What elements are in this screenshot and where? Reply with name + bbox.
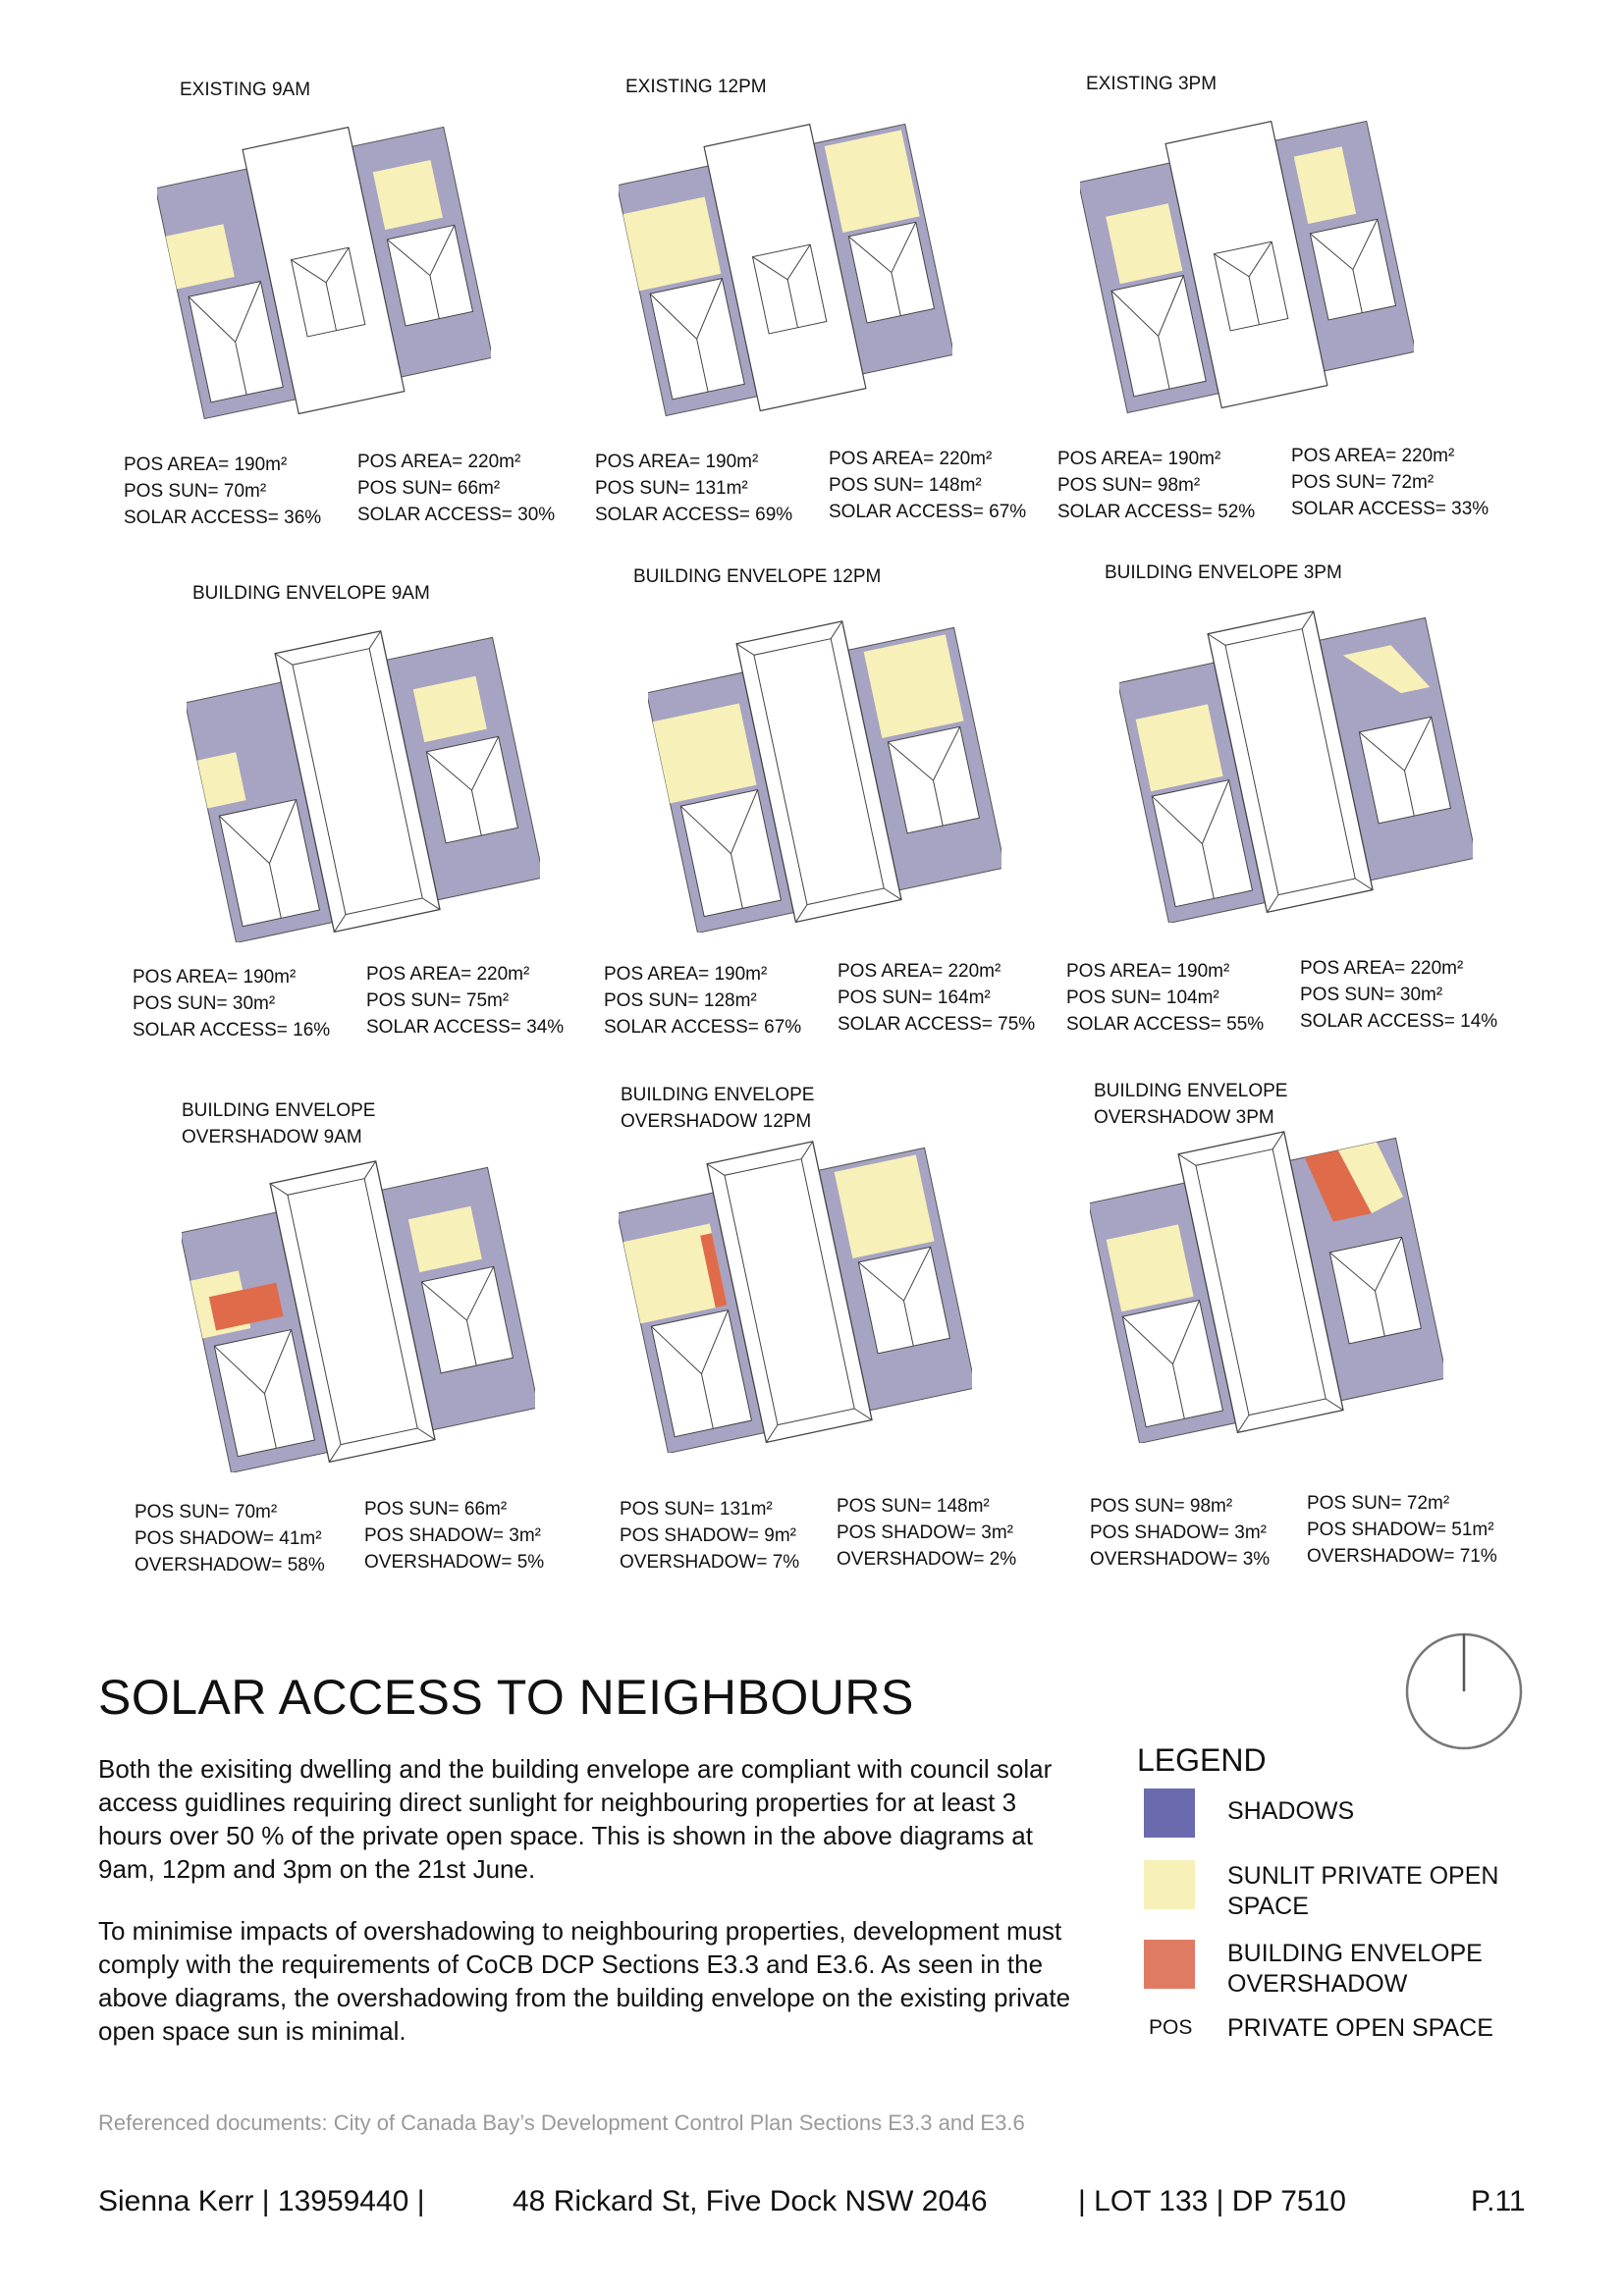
stat-envelope-3pm-left: POS AREA= 190m² POS SUN= 104m² SOLAR ACC…	[1066, 961, 1265, 1035]
stat-envelope-9am-left: POS AREA= 190m² POS SUN= 30m² SOLAR ACCE…	[133, 967, 331, 1041]
stat-overshadow-12pm-left: POS SUN= 131m² POS SHADOW= 9m² OVERSHADO…	[620, 1499, 800, 1573]
legend-label-overshadow: BUILDING ENVELOPE OVERSHADOW	[1227, 1940, 1483, 1998]
diagram-label-envelope-12pm: BUILDING ENVELOPE 12PM	[633, 566, 882, 587]
stat-overshadow-9am-right: POS SUN= 66m² POS SHADOW= 3m² OVERSHADOW…	[364, 1499, 545, 1573]
legend-pos-abbr: POS	[1149, 2016, 1193, 2039]
stat-envelope-12pm-right: POS AREA= 220m² POS SUN= 164m² SOLAR ACC…	[838, 961, 1036, 1035]
diagram-label-existing-3pm: EXISTING 3PM	[1086, 74, 1218, 94]
legend-swatch-shadows	[1144, 1789, 1195, 1838]
referenced-documents: Referenced documents: City of Canada Bay…	[98, 2110, 1025, 2135]
shadow-diagram-overshadow-3pm	[1090, 1131, 1443, 1443]
shadow-diagram-existing-3pm	[1080, 120, 1414, 414]
stat-overshadow-9am-left: POS SUN= 70m² POS SHADOW= 41m² OVERSHADO…	[135, 1502, 325, 1575]
stat-existing-9am-left: POS AREA= 190m² POS SUN= 70m² SOLAR ACCE…	[124, 454, 322, 528]
footer-author: Sienna Kerr | 13959440 |	[98, 2185, 425, 2217]
diagram-label-envelope-3pm: BUILDING ENVELOPE 3PM	[1105, 562, 1342, 583]
diagram-label-overshadow-3pm: BUILDING ENVELOPE OVERSHADOW 3PM	[1094, 1081, 1288, 1128]
diagram-label-envelope-9am: BUILDING ENVELOPE 9AM	[192, 583, 430, 604]
stat-existing-3pm-left: POS AREA= 190m² POS SUN= 98m² SOLAR ACCE…	[1057, 449, 1256, 522]
shadow-diagram-existing-9am	[157, 126, 491, 420]
diagram-label-overshadow-9am: BUILDING ENVELOPE OVERSHADOW 9AM	[182, 1100, 376, 1148]
body-paragraph-1: Both the exisiting dwelling and the buil…	[98, 1754, 1053, 1884]
footer-address: 48 Rickard St, Five Dock NSW 2046	[513, 2185, 988, 2217]
stat-existing-12pm-left: POS AREA= 190m² POS SUN= 131m² SOLAR ACC…	[595, 452, 793, 525]
stat-overshadow-12pm-right: POS SUN= 148m² POS SHADOW= 3m² OVERSHADO…	[837, 1496, 1017, 1570]
diagram-label-existing-9am: EXISTING 9AM	[180, 80, 311, 100]
stat-existing-9am-right: POS AREA= 220m² POS SUN= 66m² SOLAR ACCE…	[357, 452, 556, 525]
shadow-diagram-existing-12pm	[619, 123, 952, 417]
stat-envelope-9am-right: POS AREA= 220m² POS SUN= 75m² SOLAR ACCE…	[366, 964, 565, 1038]
stat-existing-3pm-right: POS AREA= 220m² POS SUN= 72m² SOLAR ACCE…	[1291, 446, 1489, 519]
stat-overshadow-3pm-left: POS SUN= 98m² POS SHADOW= 3m² OVERSHADOW…	[1090, 1496, 1271, 1570]
shadow-diagram-overshadow-9am	[182, 1160, 535, 1472]
shadow-diagram-envelope-12pm	[648, 620, 1001, 933]
shadow-diagram-overshadow-12pm	[619, 1141, 972, 1453]
legend-label-shadows: SHADOWS	[1227, 1797, 1355, 1825]
legend-label-pos: PRIVATE OPEN SPACE	[1227, 2014, 1493, 2042]
diagram-label-overshadow-12pm: BUILDING ENVELOPE OVERSHADOW 12PM	[621, 1085, 815, 1132]
stat-overshadow-3pm-right: POS SUN= 72m² POS SHADOW= 51m² OVERSHADO…	[1307, 1493, 1497, 1567]
legend-swatch-sunlit	[1144, 1860, 1195, 1909]
shadow-diagram-envelope-9am	[187, 630, 540, 942]
shadow-diagram-envelope-3pm	[1119, 611, 1473, 923]
footer-page-number: P.11	[1471, 2185, 1526, 2217]
stat-existing-12pm-right: POS AREA= 220m² POS SUN= 148m² SOLAR ACC…	[829, 449, 1027, 522]
section-title: SOLAR ACCESS TO NEIGHBOURS	[98, 1670, 914, 1725]
stat-envelope-3pm-right: POS AREA= 220m² POS SUN= 30m² SOLAR ACCE…	[1300, 958, 1498, 1032]
legend-swatch-overshadow	[1144, 1940, 1195, 1989]
north-arrow-icon	[1405, 1632, 1523, 1750]
legend-title: LEGEND	[1137, 1742, 1267, 1778]
footer-lot: | LOT 133 | DP 7510	[1078, 2185, 1346, 2217]
stat-envelope-12pm-left: POS AREA= 190m² POS SUN= 128m² SOLAR ACC…	[604, 964, 802, 1038]
diagram-label-existing-12pm: EXISTING 12PM	[625, 77, 767, 97]
body-paragraph-2: To minimise impacts of overshadowing to …	[98, 1916, 1071, 2046]
legend-label-sunlit: SUNLIT PRIVATE OPEN SPACE	[1227, 1862, 1499, 1920]
